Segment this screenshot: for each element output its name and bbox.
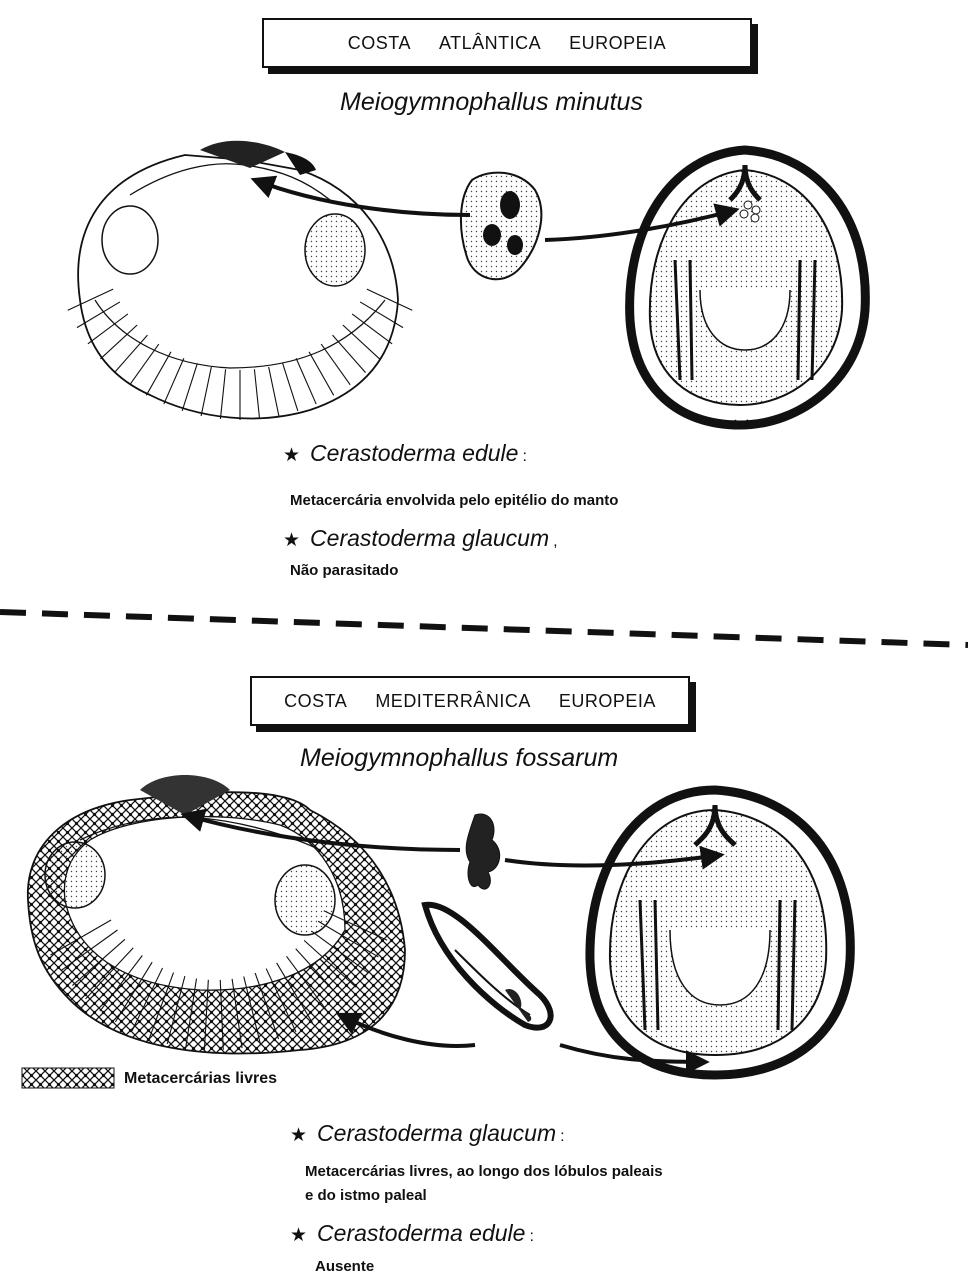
host-1-note-top: Metacercária envolvida pelo epitélio do … [290,492,618,509]
star-icon: ★ [290,1125,307,1146]
mantle-lobe-detail-bottom [425,905,551,1028]
host-1-top: ★ Cerastoderma edule: [283,440,527,467]
host-2-top: ★ Cerastoderma glaucum, [283,525,558,552]
header-word: COSTA [284,691,347,712]
host-1-note-line-2-bottom: e do istmo paleal [305,1187,427,1204]
host-name: Cerastoderma edule [310,440,518,466]
host-1-note-line-1-bottom: Metacercárias livres, ao longo dos lóbul… [305,1163,663,1180]
cockle-shell-opened-top [68,141,412,420]
header-word: EUROPEIA [569,33,666,54]
header-atlantic: COSTA ATLÂNTICA EUROPEIA [262,18,752,68]
host-sep: : [560,1128,564,1145]
host-sep: : [529,1228,533,1245]
metacercaria-cluster-bottom [466,814,499,889]
cockle-cross-section-top [630,150,866,428]
host-2-bottom: ★ Cerastoderma edule: [290,1220,534,1247]
header-word: MEDITERRÂNICA [375,691,531,712]
host-sep: : [522,448,526,465]
host-sep: , [553,533,557,550]
header-word: COSTA [348,33,411,54]
header-word: ATLÂNTICA [439,33,541,54]
host-2-note-top: Não parasitado [290,562,398,579]
header-mediterranean: COSTA MEDITERRÂNICA EUROPEIA [250,676,690,726]
metacercaria-cyst-top [461,173,541,280]
legend-label: Metacercárias livres [124,1070,277,1088]
star-icon: ★ [283,445,300,466]
star-icon: ★ [283,530,300,551]
legend-swatch-lattice [22,1068,114,1088]
cockle-cross-section-bottom [590,790,850,1075]
star-icon: ★ [290,1225,307,1246]
cockle-shell-infected-bottom [28,775,405,1053]
species-title-bottom: Meiogymnophallus fossarum [300,744,618,773]
host-1-bottom: ★ Cerastoderma glaucum: [290,1120,565,1147]
host-name: Cerastoderma glaucum [317,1120,556,1146]
host-2-note-bottom: Ausente [315,1258,374,1275]
host-name: Cerastoderma edule [317,1220,525,1246]
host-name: Cerastoderma glaucum [310,525,549,551]
section-divider [0,612,968,645]
species-title-top: Meiogymnophallus minutus [340,88,643,117]
header-word: EUROPEIA [559,691,656,712]
